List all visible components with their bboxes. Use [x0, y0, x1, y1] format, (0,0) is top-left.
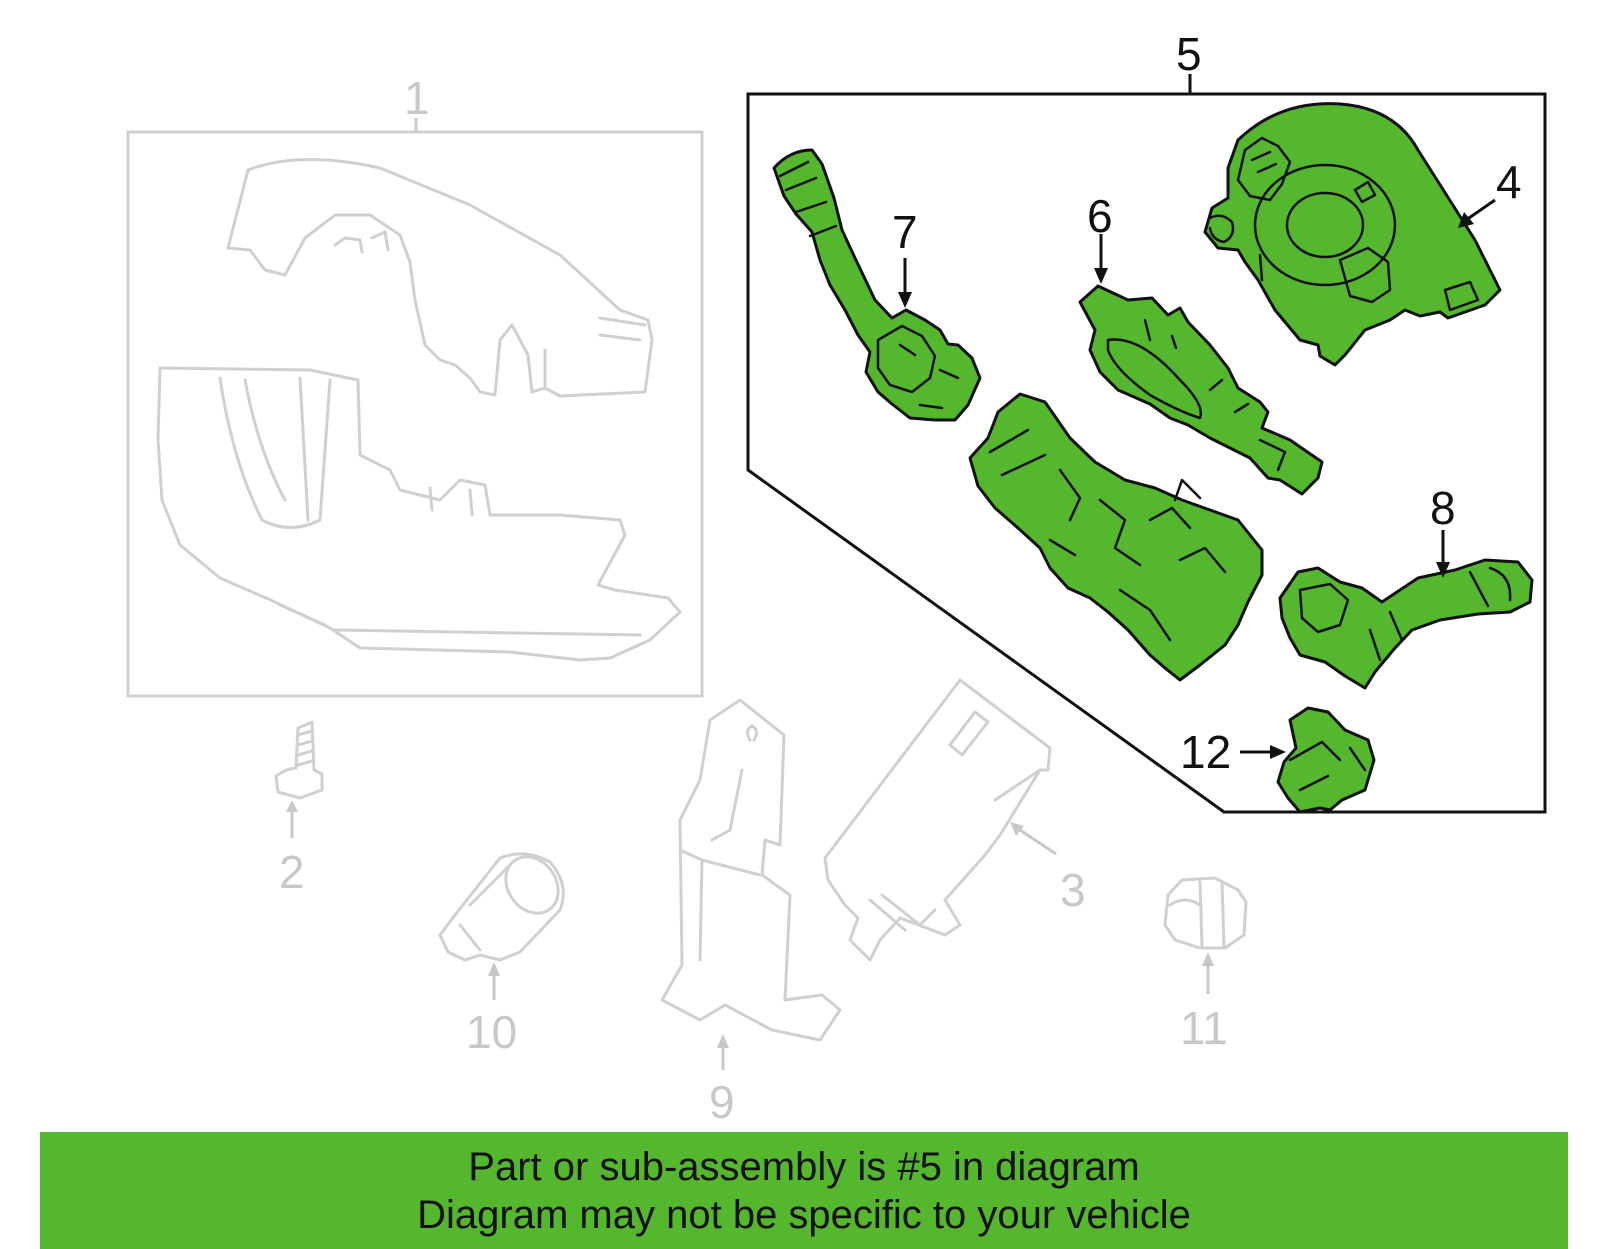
- part-2-bolt-thread: [296, 729, 314, 767]
- part-4-detail: [1208, 136, 1480, 312]
- part-11-arrow: [1202, 952, 1214, 966]
- callout-9: 9: [709, 1076, 735, 1128]
- part-4-body: [1203, 102, 1502, 367]
- part-6-detail: [1106, 318, 1287, 472]
- part-6-arrow: [1094, 268, 1108, 284]
- part-11-detail: [1168, 880, 1226, 948]
- part-9-bracket-shape: [660, 698, 842, 1042]
- part-12-detail: [1288, 740, 1367, 792]
- callout-10: 10: [466, 1006, 517, 1058]
- combination-switch-shape: [968, 392, 1264, 682]
- part-3-module-detail: [868, 710, 1042, 932]
- part-9-arrow: [717, 1034, 729, 1048]
- part-12-body: [1276, 706, 1376, 814]
- callout-4: 4: [1496, 156, 1522, 208]
- part-5-frame: [746, 92, 1547, 814]
- part-3-leader: [1019, 828, 1057, 856]
- part-2-bolt[interactable]: [274, 720, 324, 838]
- part-9-bracket-detail: [678, 724, 762, 962]
- part-4-arrow: [1458, 212, 1474, 228]
- part-7-stalk: [772, 148, 982, 422]
- callout-7: 7: [892, 206, 918, 258]
- part-9-bracket[interactable]: [660, 698, 842, 1070]
- part-1-upper-detail: [333, 230, 647, 390]
- part-1-upper-shroud: [226, 158, 654, 398]
- part-8-detail: [1298, 566, 1512, 662]
- part-10-cylinder-face: [504, 855, 560, 915]
- part-5-assembly[interactable]: [746, 74, 1547, 814]
- part-7-arrow: [898, 292, 912, 308]
- part-4-leader: [1465, 198, 1496, 222]
- part-10-cylinder-detail: [458, 863, 512, 952]
- part-3-module-shape: [823, 678, 1052, 962]
- callout-11: 11: [1180, 1002, 1228, 1054]
- combination-switch-body[interactable]: [968, 392, 1264, 682]
- part-8-arrow: [1436, 562, 1450, 578]
- part-10-arrow: [488, 962, 500, 976]
- part-1-column-shroud[interactable]: [126, 118, 704, 698]
- part-10-lock-cylinder[interactable]: [438, 847, 569, 1000]
- callout-2: 2: [279, 846, 305, 898]
- banner-line-2: Diagram may not be specific to your vehi…: [417, 1192, 1191, 1237]
- part-11-transceiver[interactable]: [1163, 876, 1248, 994]
- part-11-shape: [1163, 876, 1248, 950]
- callout-1: 1: [404, 72, 430, 124]
- part-6-switch-housing[interactable]: [1078, 234, 1324, 496]
- callout-3: 3: [1060, 864, 1086, 916]
- callout-6: 6: [1087, 190, 1113, 242]
- part-7-turn-signal-stalk[interactable]: [772, 148, 982, 422]
- part-4-hub-outer: [1253, 163, 1397, 287]
- part-1-lower-shroud: [156, 366, 682, 662]
- part-12-switch[interactable]: [1240, 706, 1376, 814]
- part-3-module[interactable]: [823, 678, 1057, 962]
- part-8-wiper-stalk[interactable]: [1278, 530, 1534, 690]
- part-1-lower-detail: [218, 376, 642, 637]
- part-3-arrow: [1010, 822, 1024, 836]
- banner-line-1: Part or sub-assembly is #5 in diagram: [468, 1144, 1140, 1189]
- callout-8: 8: [1430, 482, 1456, 534]
- part-4-hub-inner: [1285, 191, 1365, 259]
- part-12-arrow: [1270, 745, 1286, 759]
- callout-12: 12: [1180, 726, 1231, 778]
- combination-switch-detail: [988, 428, 1227, 642]
- part-2-arrow: [286, 800, 298, 812]
- callout-5: 5: [1176, 28, 1202, 80]
- part-4-clock-spring[interactable]: [1203, 102, 1502, 367]
- info-banner: Part or sub-assembly is #5 in diagram Di…: [40, 1132, 1568, 1249]
- part-8-stalk: [1278, 558, 1534, 690]
- part-7-detail: [778, 160, 960, 410]
